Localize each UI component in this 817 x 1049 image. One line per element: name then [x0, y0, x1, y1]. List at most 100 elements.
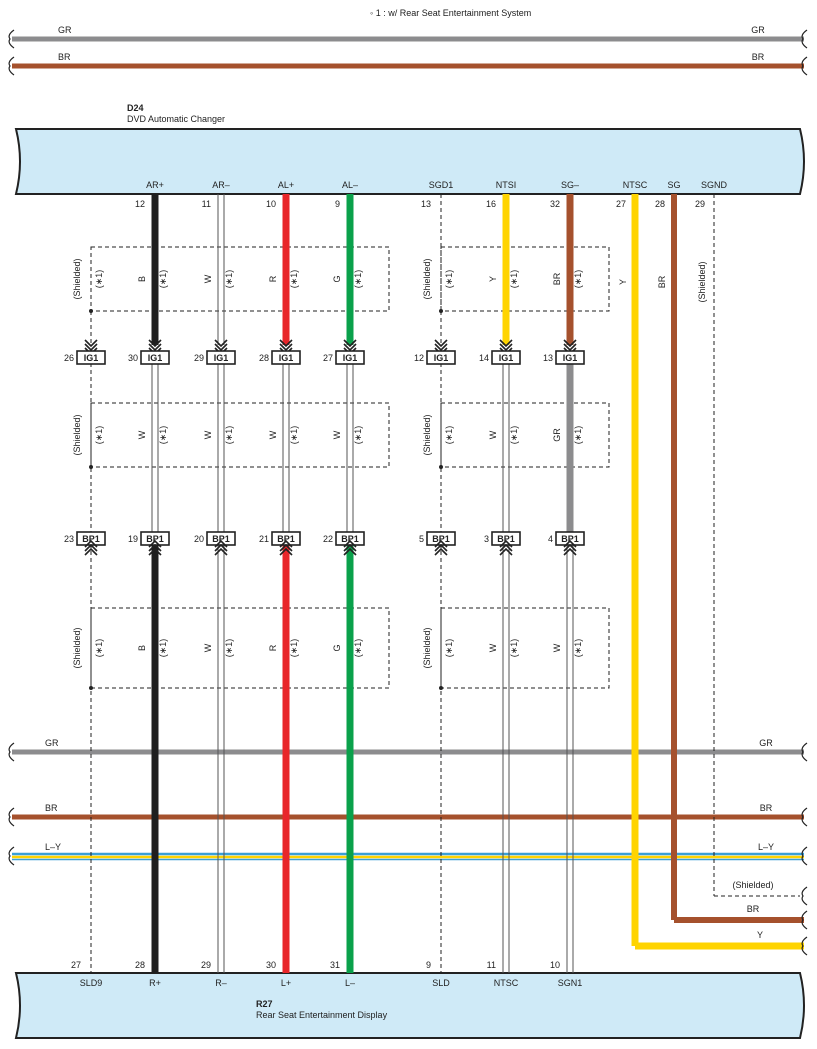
star-label: (∗1)	[573, 270, 583, 289]
shield-box	[90, 402, 390, 468]
wire-color-label: W	[268, 430, 278, 439]
wire-color-label: (Shielded)	[697, 261, 707, 302]
pin-number: 28	[655, 199, 665, 209]
pin-number: 27	[323, 353, 333, 363]
terminal-name: NTSC	[623, 180, 648, 190]
shield-label: (Shielded)	[72, 258, 82, 299]
pin-number: 29	[194, 353, 204, 363]
wire-color-label: W	[552, 643, 562, 652]
pin-number: 3	[484, 534, 489, 544]
bus-left-label: BR	[45, 803, 58, 813]
labels: ◦ 1 : w/ Rear Seat Entertainment SystemG…	[45, 8, 774, 1020]
pin-number: 11	[202, 199, 211, 209]
component-code: R27	[256, 999, 273, 1009]
bus-left-label: BR	[58, 52, 71, 62]
shield-box	[440, 607, 610, 689]
connector-ig1	[140, 350, 170, 365]
wire-color-label: BR	[552, 272, 562, 285]
pin-number: 9	[335, 199, 340, 209]
terminal-name: SG–	[561, 180, 579, 190]
wire-color-label: G	[332, 644, 342, 651]
connector-chevron	[499, 343, 513, 352]
connector-chevron	[279, 343, 293, 352]
connector-chevron	[279, 539, 293, 548]
wire-right-label: Y	[757, 930, 763, 940]
connector-bp1-label: BP1	[82, 534, 100, 544]
pin-number: 11	[487, 960, 496, 970]
bus-left-label: L–Y	[45, 842, 61, 852]
star-label: (∗1)	[573, 426, 583, 445]
pin-number: 10	[550, 960, 560, 970]
bus-right-label: GR	[751, 25, 765, 35]
bus-left-label: GR	[58, 25, 72, 35]
bus-break	[8, 29, 15, 49]
wire-color-label: W	[203, 274, 213, 283]
star-label: (∗1)	[224, 639, 234, 658]
shield-label: (Shielded)	[422, 627, 432, 668]
connector-chevron	[434, 547, 448, 556]
wire-color-label: W	[332, 430, 342, 439]
wire-color-label: Y	[618, 279, 628, 285]
star-label: (∗1)	[289, 270, 299, 289]
pin-number: 29	[201, 960, 211, 970]
terminal-name: AL+	[278, 180, 294, 190]
terminal-name: AR–	[212, 180, 230, 190]
connector-chevron	[148, 547, 162, 556]
pin-number: 28	[135, 960, 145, 970]
connector-chevron	[279, 339, 293, 348]
connector-chevron	[563, 339, 577, 348]
bus-break	[801, 29, 808, 49]
shield-dot	[439, 465, 443, 469]
connector-chevron	[343, 339, 357, 348]
terminal-name: R+	[149, 978, 161, 988]
connectors: IG1BP1IG1BP1IG1BP1IG1BP1IG1BP1IG1BP1IG1B…	[76, 339, 585, 556]
pin-number: 19	[128, 534, 138, 544]
pin-number: 26	[64, 353, 74, 363]
bus-right-label: L–Y	[758, 842, 774, 852]
wire-color-label: G	[332, 275, 342, 282]
pin-number: 13	[543, 353, 553, 363]
bus-break	[801, 807, 808, 827]
star-label: (∗1)	[158, 270, 168, 289]
pin-number: 29	[695, 199, 705, 209]
connector-chevron	[148, 339, 162, 348]
bottom-component-panel	[14, 972, 805, 1039]
star-label: (∗1)	[289, 426, 299, 445]
star-label: (∗1)	[444, 270, 454, 289]
terminal-name: SGND	[701, 180, 728, 190]
connector-ig1-label: IG1	[343, 353, 358, 363]
shield-box	[90, 607, 390, 689]
connector-bp1-label: BP1	[432, 534, 450, 544]
connector-bp1-label: BP1	[146, 534, 164, 544]
pin-number: 9	[426, 960, 431, 970]
connector-chevron	[499, 543, 513, 552]
connector-chevron	[214, 339, 228, 348]
connector-chevron	[84, 539, 98, 548]
connector-chevron	[434, 539, 448, 548]
bus-right-label: BR	[752, 52, 765, 62]
star-label: (∗1)	[94, 426, 104, 445]
connector-chevron	[434, 339, 448, 348]
pin-number: 12	[135, 199, 145, 209]
star-label: (∗1)	[444, 426, 454, 445]
connector-chevron	[343, 547, 357, 556]
legend-note: ◦ 1 : w/ Rear Seat Entertainment System	[370, 8, 531, 18]
star-label: (∗1)	[94, 270, 104, 289]
bus-right-label: BR	[760, 803, 773, 813]
connector-bp1-label: BP1	[212, 534, 230, 544]
wire-color-label: B	[137, 645, 147, 651]
shield-box	[440, 246, 610, 312]
wire-right-label: BR	[747, 904, 760, 914]
shield-label: (Shielded)	[72, 414, 82, 455]
bus-break	[8, 742, 15, 762]
terminal-name: NTSC	[494, 978, 519, 988]
connector-chevron	[563, 543, 577, 552]
connector-chevron	[148, 543, 162, 552]
connector-ig1	[335, 350, 365, 365]
connector-chevron	[148, 539, 162, 548]
bus-break	[801, 910, 808, 930]
connector-chevron	[84, 547, 98, 556]
connector-ig1-label: IG1	[279, 353, 294, 363]
shield-dot	[89, 465, 93, 469]
connector-chevron	[84, 343, 98, 352]
